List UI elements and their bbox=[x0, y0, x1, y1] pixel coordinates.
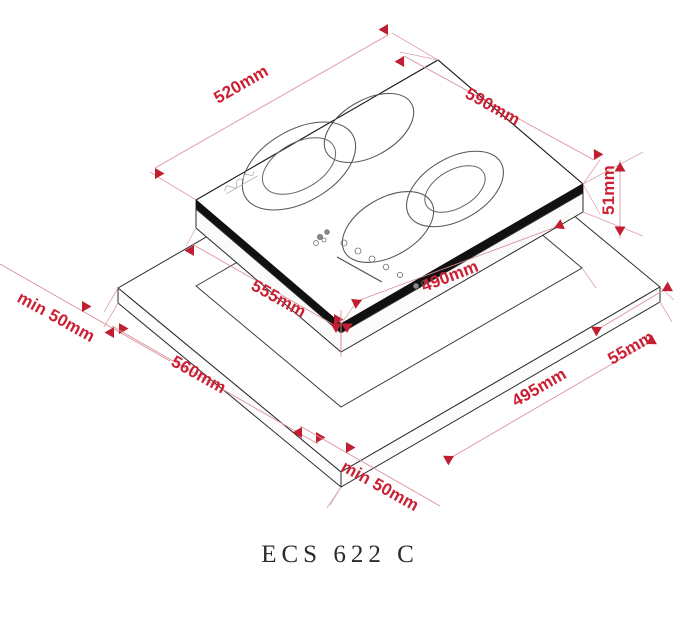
dimension-label: min 50mm bbox=[338, 457, 422, 515]
touch-control-panel[interactable] bbox=[313, 229, 427, 289]
brand-logo-icon bbox=[224, 171, 258, 195]
dimension-51mm: 51mm bbox=[582, 151, 644, 238]
zone-front-left bbox=[341, 191, 435, 263]
zone-rear-left bbox=[241, 121, 357, 211]
dimension-label: 51mm bbox=[599, 165, 618, 215]
dimension-label: 55mm bbox=[605, 327, 658, 368]
dimension-corner-tick bbox=[330, 310, 353, 357]
dimension-label: min 50mm bbox=[14, 288, 98, 346]
zone-rear-right bbox=[323, 93, 415, 163]
zone-front-right bbox=[406, 150, 504, 228]
dimension-label: 520mm bbox=[211, 61, 272, 107]
model-name-label: ECS 622 C bbox=[261, 541, 419, 568]
cooktop-appliance bbox=[195, 59, 584, 354]
